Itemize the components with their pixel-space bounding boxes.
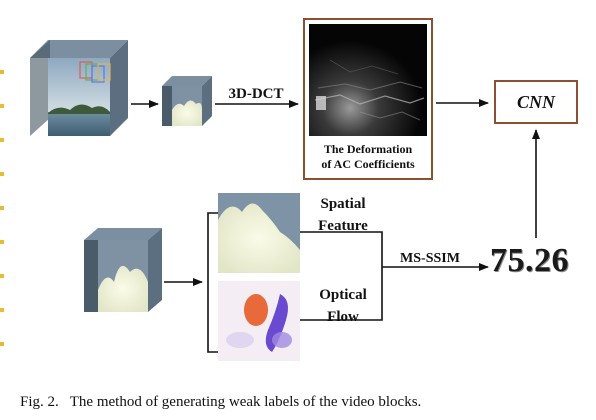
label-deformation-line1: The Deformation — [323, 142, 413, 156]
label-3d-dct: 3D-DCT — [228, 86, 284, 102]
optical-flow-image — [218, 281, 300, 361]
label-ms-ssim: MS-SSIM — [400, 251, 460, 266]
cnn-box: CNN — [494, 80, 578, 124]
video-cube-lower — [84, 228, 162, 312]
score-value: 75.26 — [490, 242, 569, 279]
video-block-small — [162, 76, 212, 126]
label-optical-line1: Optical — [319, 287, 367, 303]
cnn-label: CNN — [516, 91, 555, 112]
caption-prefix: Fig. 2. — [20, 394, 59, 410]
caption-text: The method of generating weak labels of … — [69, 394, 422, 410]
label-deformation: The Deformation of AC Coefficients — [303, 142, 433, 172]
deformation-box — [303, 18, 433, 180]
label-spatial-line2: Feature — [318, 218, 368, 234]
merge-lines — [300, 231, 383, 321]
feature-bracket — [207, 212, 218, 353]
label-spatial-feature: Spatial Feature — [306, 193, 380, 237]
label-optical-flow: Optical Flow — [306, 284, 380, 328]
ac-coefficients-image — [309, 24, 427, 136]
spatial-feature-image — [218, 193, 300, 273]
video-cube-large — [30, 40, 128, 136]
label-spatial-line1: Spatial — [320, 196, 366, 212]
label-optical-line2: Flow — [327, 309, 359, 325]
edge-marks — [0, 70, 4, 360]
label-deformation-line2: of AC Coefficients — [321, 157, 415, 171]
figure-caption: Fig. 2. The method of generating weak la… — [20, 394, 421, 411]
